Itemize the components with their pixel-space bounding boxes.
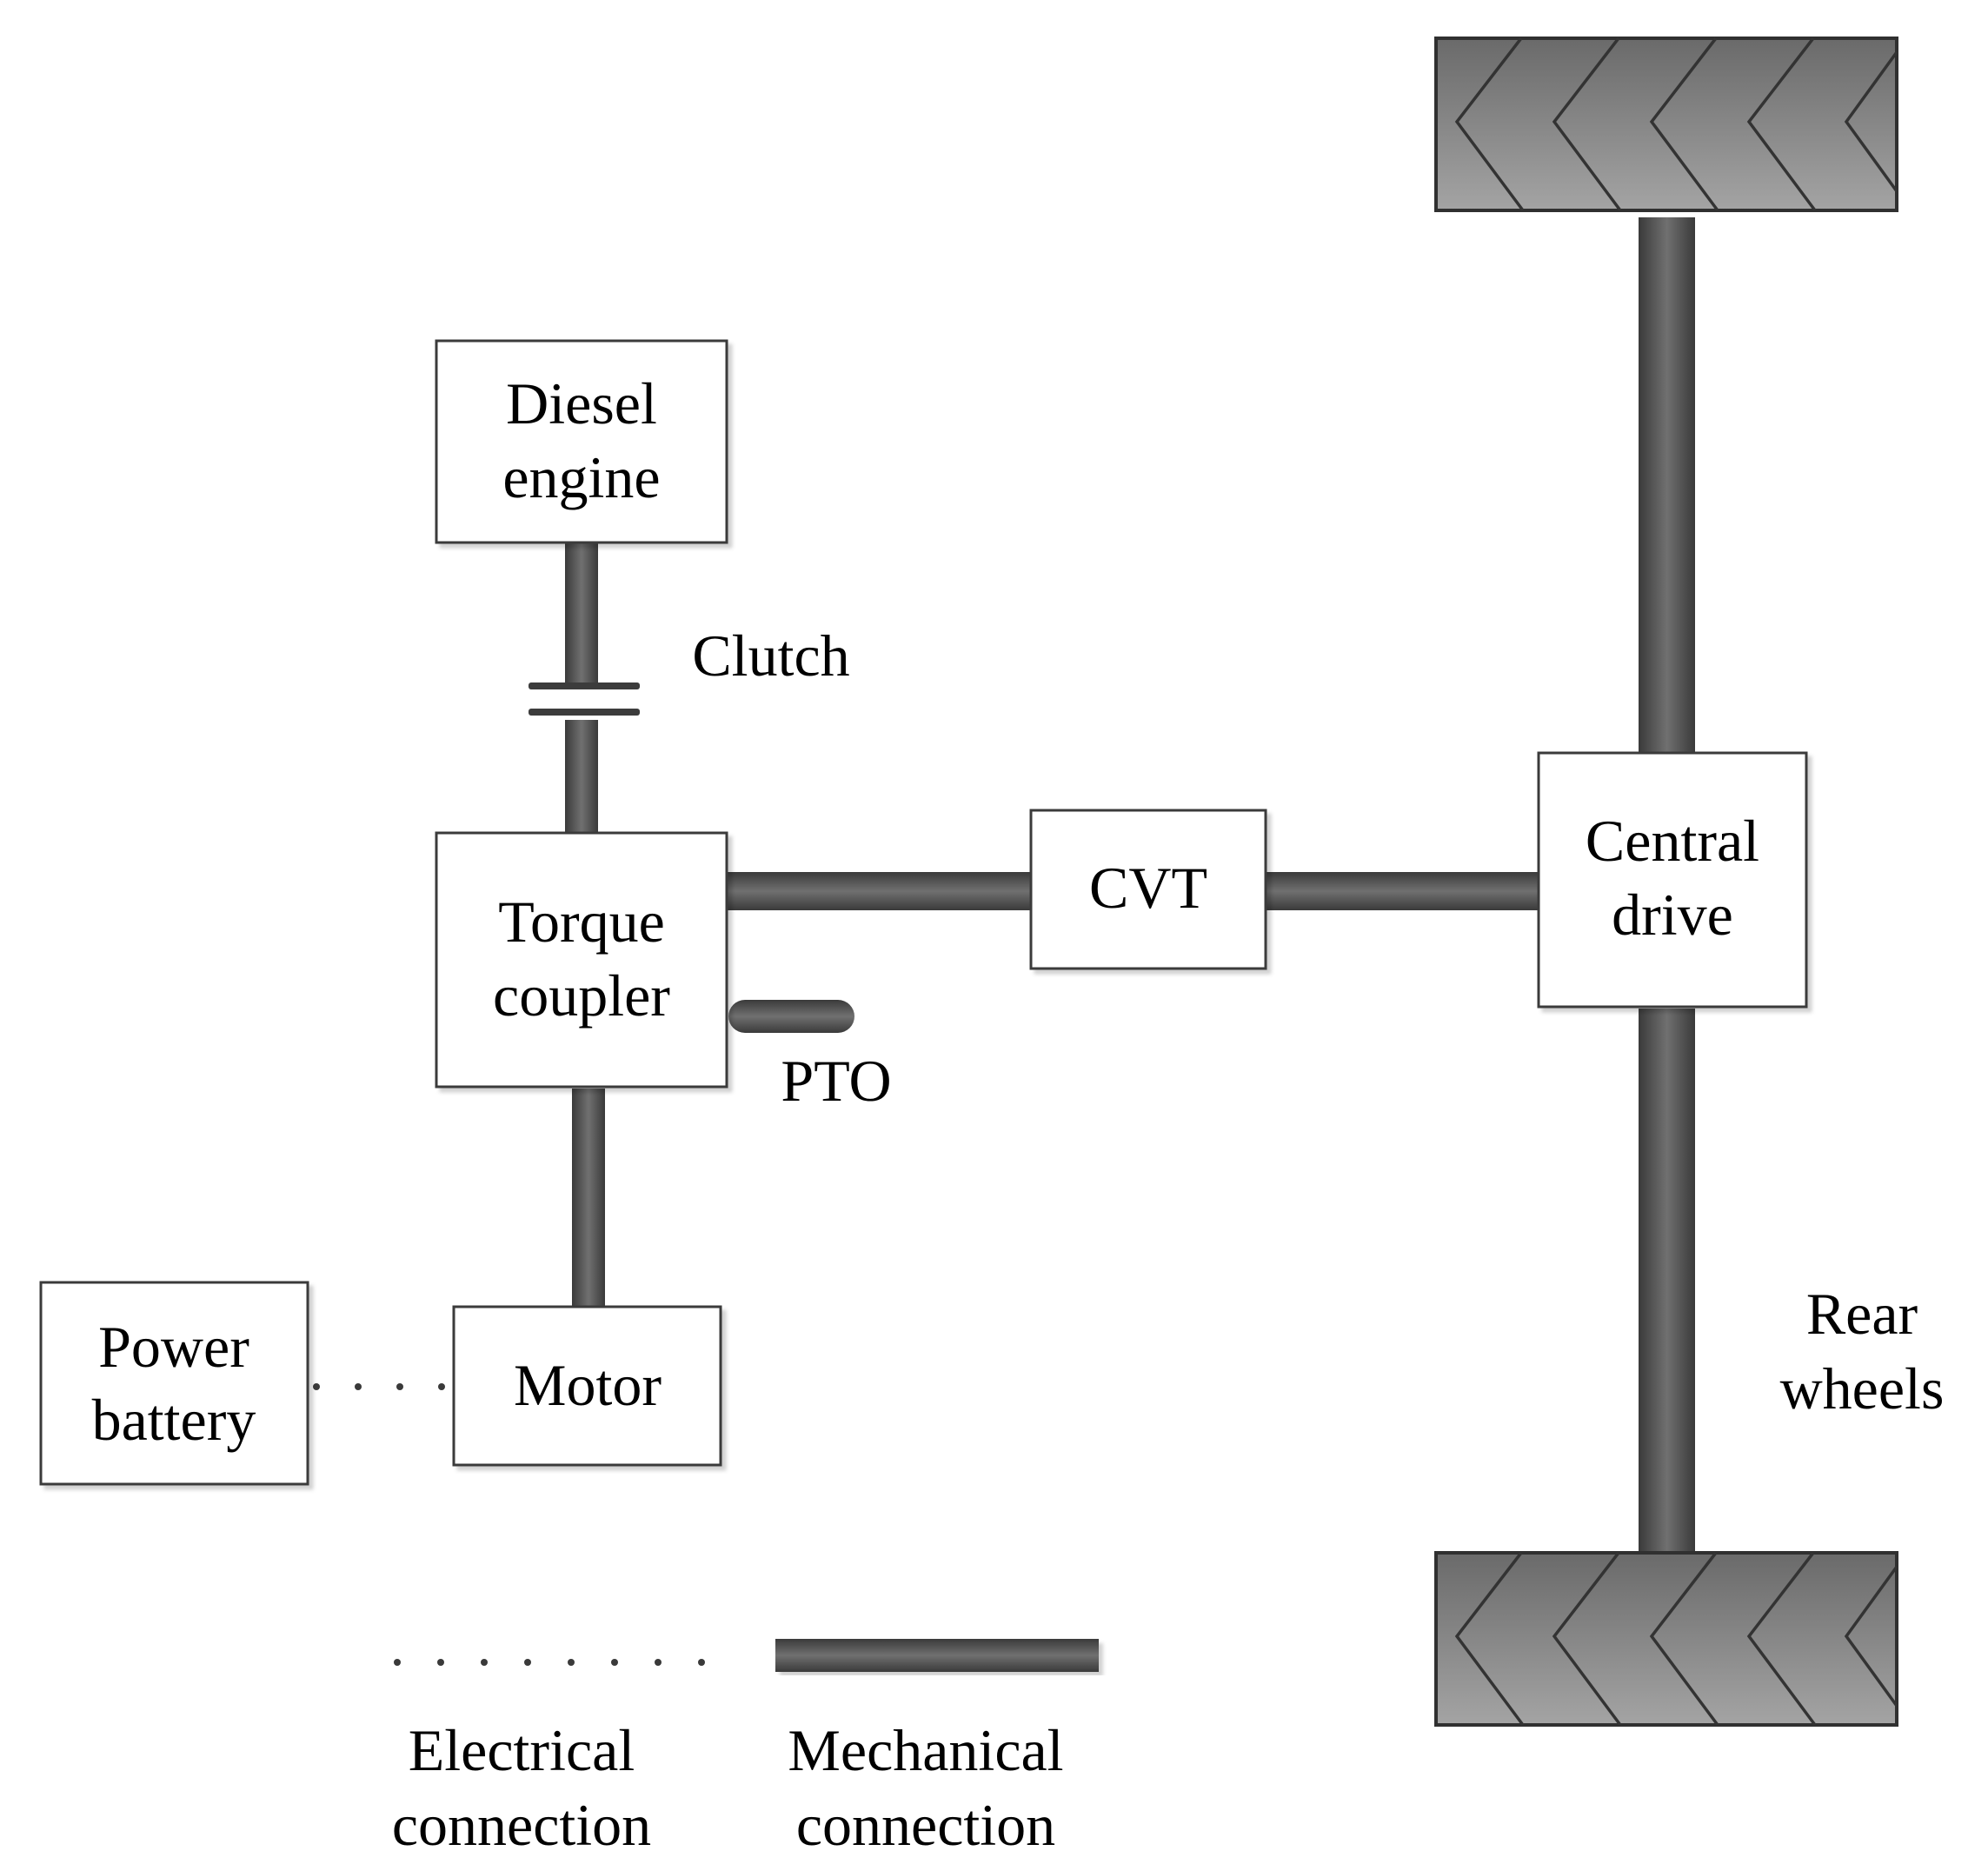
- diesel-engine-label-2: engine: [502, 444, 660, 510]
- clutch-label: Clutch: [692, 623, 849, 689]
- cvt-central-shaft: [1265, 872, 1543, 910]
- central-drive-box: [1537, 751, 1808, 1009]
- electrical-link: [313, 1383, 445, 1390]
- motor-box: [452, 1305, 722, 1467]
- rear-wheels-label-2: wheels: [1780, 1355, 1945, 1422]
- diesel-engine-label-1: Diesel: [506, 370, 657, 436]
- legend-mechanical-swatch: [775, 1639, 1099, 1672]
- legend-electrical-swatch: [394, 1659, 705, 1666]
- rear-axle-upper: [1639, 217, 1695, 756]
- clutch-icon: [529, 682, 640, 716]
- legend: Electrical connection Mechanical connect…: [392, 1639, 1099, 1858]
- cvt-label: CVT: [1089, 855, 1207, 921]
- legend-mechanical-label-2: connection: [796, 1792, 1055, 1858]
- motor-shaft: [572, 1089, 605, 1309]
- motor-label: Motor: [514, 1352, 662, 1418]
- diesel-engine-box: [435, 339, 728, 544]
- rear-axle-lower: [1639, 1009, 1695, 1556]
- torque-coupler-box: [435, 831, 728, 1089]
- power-battery-label-1: Power: [98, 1314, 249, 1380]
- power-battery-box: [39, 1281, 309, 1486]
- central-drive-label-1: Central: [1586, 808, 1759, 874]
- rear-wheel-top: [1434, 37, 1898, 212]
- engine-shaft: [565, 541, 598, 687]
- clutch-shaft: [565, 720, 598, 836]
- rear-wheels-label-1: Rear: [1806, 1281, 1918, 1347]
- torque-coupler-label-1: Torque: [498, 889, 665, 955]
- pto-shaft: [728, 1000, 854, 1033]
- torque-coupler-label-2: coupler: [493, 962, 670, 1029]
- power-battery-label-2: battery: [92, 1387, 256, 1453]
- rear-wheel-bottom: [1434, 1551, 1898, 1727]
- legend-mechanical-label-1: Mechanical: [788, 1717, 1063, 1783]
- central-drive-label-2: drive: [1612, 882, 1733, 948]
- cvt-box: [1029, 809, 1267, 970]
- pto-label: PTO: [781, 1048, 891, 1114]
- legend-electrical-label-1: Electrical: [409, 1717, 635, 1783]
- legend-electrical-label-2: connection: [392, 1792, 651, 1858]
- coupler-cvt-shaft: [726, 872, 1034, 910]
